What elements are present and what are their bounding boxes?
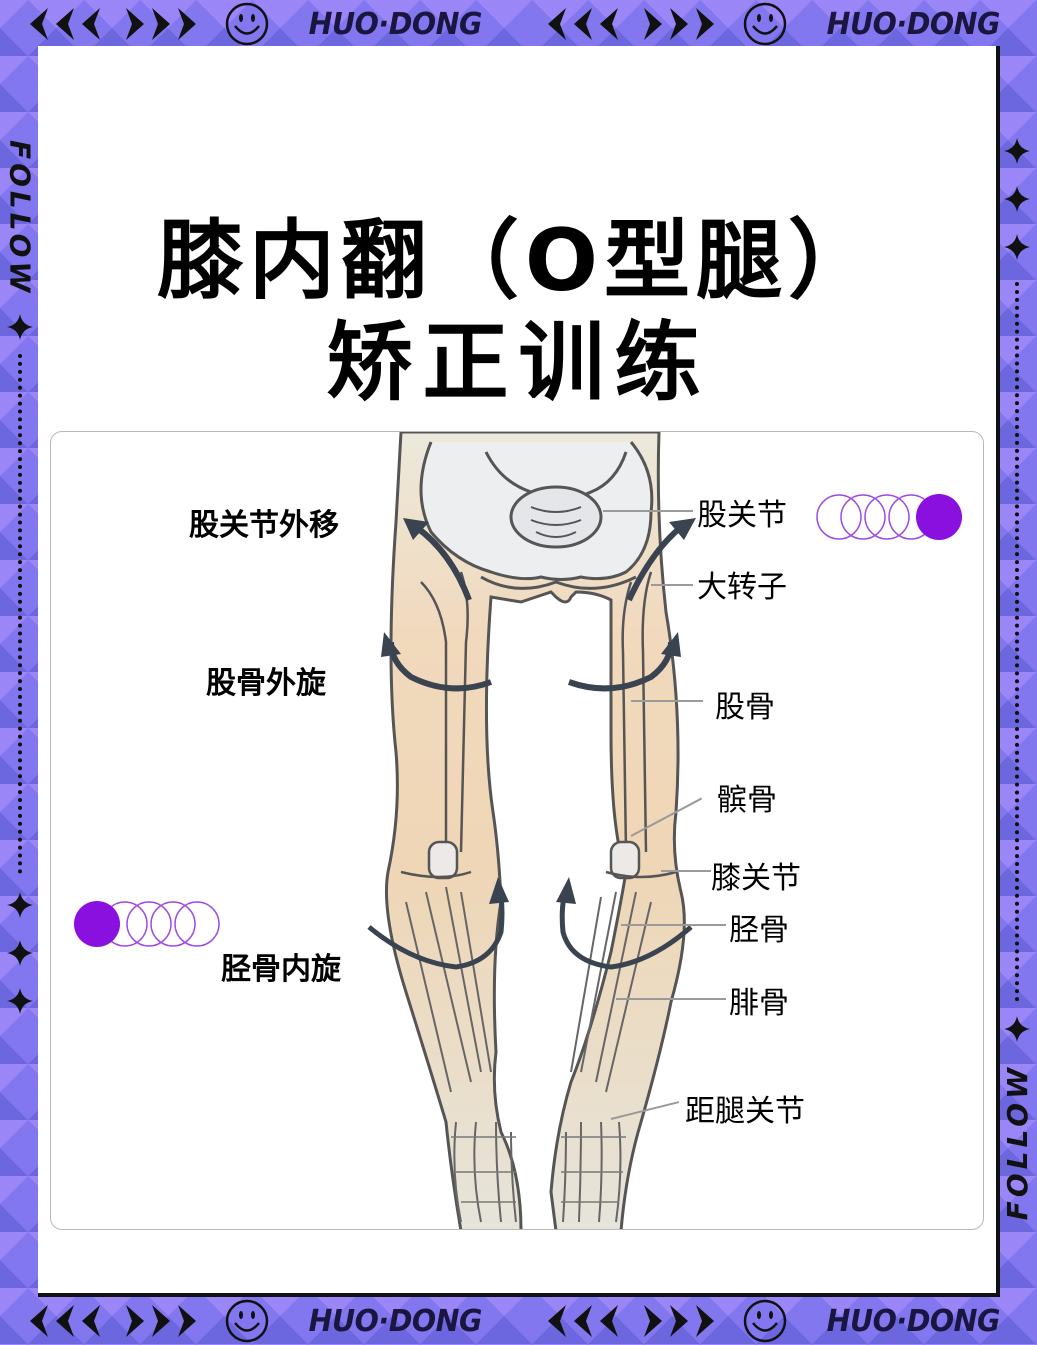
sparkle-icon [7, 314, 33, 341]
dotted-line [1015, 282, 1019, 1002]
label-patella: 髌骨 [717, 783, 777, 818]
right-arrow-icon [178, 8, 196, 40]
dotted-line [18, 354, 22, 875]
label-hip-outward: 股关节外移 [189, 508, 339, 543]
leader-line [651, 584, 693, 586]
smiley-icon [225, 2, 269, 46]
smiley-icon [225, 1299, 269, 1343]
right-side-decoration: FOLLOW [997, 130, 1037, 1300]
sparkle-icon [7, 892, 33, 919]
leader-line [621, 924, 726, 926]
left-arrow-icon [30, 1305, 48, 1337]
left-arrow-icon [600, 8, 618, 40]
circles-decoration-left [74, 901, 220, 947]
left-arrow-icon [56, 8, 74, 40]
sparkle-icon [1004, 138, 1030, 164]
right-arrow-icon [670, 8, 688, 40]
follow-text: FOLLOW [3, 140, 37, 297]
right-arrow-icon [126, 8, 144, 40]
right-arrow-icon [696, 8, 714, 40]
right-arrow-icon [670, 1305, 688, 1337]
leader-line [603, 510, 693, 512]
label-hip-joint: 股关节 [697, 498, 787, 533]
smiley-icon [743, 1299, 787, 1343]
left-arrow-icon [82, 1305, 100, 1337]
brand-text: HUO·DONG [826, 6, 1001, 42]
left-arrow-icon [600, 1305, 618, 1337]
leg-skeleton-illustration [367, 432, 696, 1229]
sparkle-icon [7, 988, 33, 1015]
follow-text: FOLLOW [1000, 1064, 1034, 1221]
circles-decoration-right [816, 494, 962, 540]
brand-text: HUO·DONG [308, 6, 483, 42]
leader-line [631, 700, 703, 702]
label-tibia: 胫骨 [729, 913, 789, 948]
smiley-icon [743, 2, 787, 46]
bottom-banner: HUO·DONG HUO·DONG [0, 1297, 1037, 1345]
banner-group: HUO·DONG [0, 1298, 518, 1344]
right-arrow-icon [178, 1305, 196, 1337]
label-knee-joint: 膝关节 [711, 861, 801, 896]
left-side-decoration: FOLLOW [0, 130, 40, 1300]
sparkle-icon [1004, 234, 1030, 260]
banner-group: HUO·DONG [518, 1298, 1036, 1344]
page-title-line2: 矫正训练 [326, 313, 711, 413]
banner-group: HUO·DONG [0, 1, 518, 47]
label-fibula: 腓骨 [729, 986, 789, 1021]
brand-text: HUO·DONG [826, 1303, 1001, 1339]
banner-group: HUO·DONG [518, 1, 1036, 47]
sparkle-icon [7, 940, 33, 967]
label-femur-external-rotation: 股骨外旋 [206, 666, 326, 701]
leader-line [661, 870, 711, 872]
sparkle-icon [1004, 1016, 1030, 1042]
right-arrow-icon [696, 1305, 714, 1337]
left-arrow-icon [548, 1305, 566, 1337]
right-arrow-icon [644, 1305, 662, 1337]
label-greater-trochanter: 大转子 [697, 570, 787, 605]
left-arrow-icon [574, 8, 592, 40]
left-arrow-icon [548, 8, 566, 40]
arrows-decoration [28, 1303, 198, 1339]
anatomy-diagram-card: 股关节外移 股骨外旋 胫骨内旋 股关节 大转子 股骨 髌骨 膝关节 胫骨 腓骨 … [50, 431, 984, 1230]
arrows-decoration [546, 6, 716, 42]
right-arrow-icon [126, 1305, 144, 1337]
leader-line [616, 998, 726, 1000]
label-tibia-internal-rotation: 胫骨内旋 [221, 952, 341, 987]
brand-text: HUO·DONG [308, 1303, 483, 1339]
page-title-line1: 膝内翻（O型腿） [156, 211, 881, 311]
arrows-decoration [546, 1303, 716, 1339]
right-arrow-icon [644, 8, 662, 40]
left-arrow-icon [574, 1305, 592, 1337]
label-femur: 股骨 [715, 690, 775, 725]
left-arrow-icon [30, 8, 48, 40]
right-arrow-icon [152, 8, 170, 40]
left-arrow-icon [82, 8, 100, 40]
label-ankle-joint: 距腿关节 [685, 1094, 805, 1129]
top-banner: HUO·DONG HUO·DONG [0, 0, 1037, 48]
sparkle-icon [1004, 186, 1030, 212]
right-arrow-icon [152, 1305, 170, 1337]
arrows-decoration [28, 6, 198, 42]
left-arrow-icon [56, 1305, 74, 1337]
